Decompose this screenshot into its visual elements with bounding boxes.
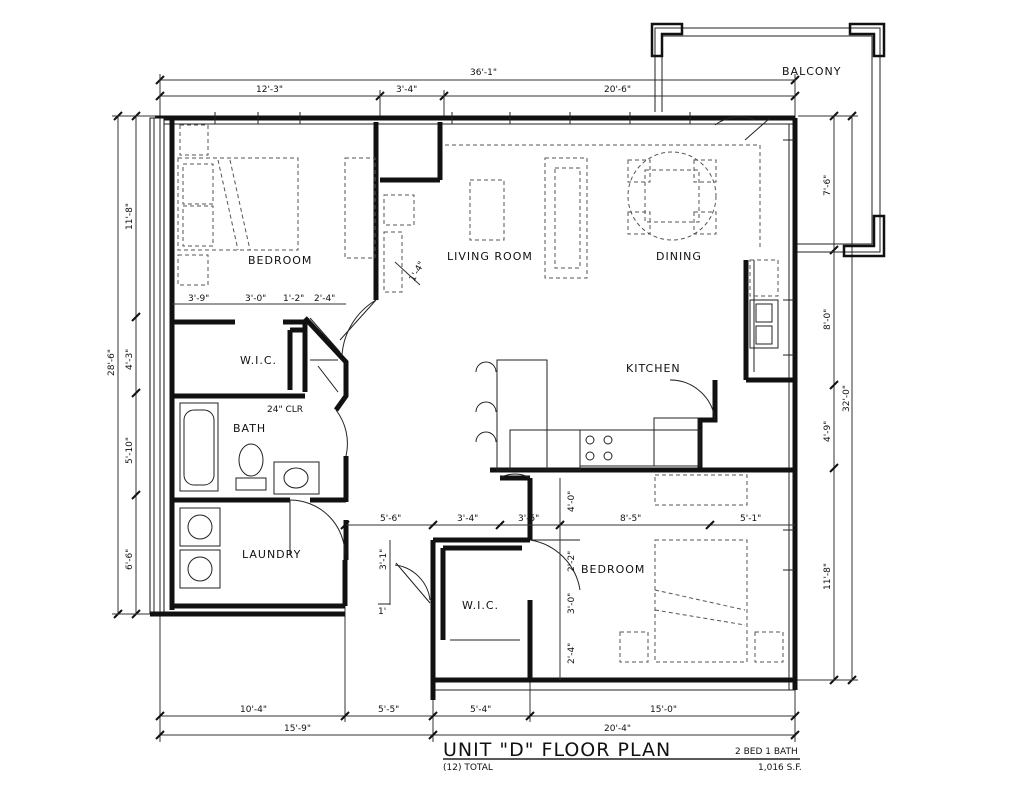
room-label-balcony: BALCONY [782,65,842,78]
dim-left-a: 11'-8" [125,203,135,230]
dim-bottom-b: 5'-5" [378,705,399,715]
room-label-kitchen: KITCHEN [626,362,681,375]
dim-mid-b: 3'-4" [457,514,478,524]
dim-wic-d: 2'-4" [314,294,335,304]
dim-mid-d: 8'-5" [620,514,641,524]
room-label-wic-2: W.I.C. [462,599,499,612]
dim-bed2-b: 2'-2" [567,551,577,572]
dim-wic-c: 1'-2" [283,294,304,304]
dim-laundry-a: 3'-1" [379,549,389,570]
dim-right-c: 4'-9" [823,421,833,442]
dim-living-note: 1'-4" [408,260,427,283]
dim-wic-b: 3'-0" [245,294,266,304]
balcony: BALCONY [650,22,886,258]
dim-bottom-a: 10'-4" [240,705,267,715]
exterior-walls [149,112,798,700]
dim-laundry-b: 1' [378,607,386,617]
right-dimensions: 32'-0" 7'-6" 8'-0" 4'-9" 11'-8" [790,111,858,685]
dim-right-b: 8'-0" [823,309,833,330]
dim-right-d: 11'-8" [823,563,833,590]
room-label-bedroom-1: BEDROOM [248,254,312,267]
dim-left-d: 6'-6" [125,549,135,570]
bottom-dimensions: 10'-4" 5'-5" 5'-4" 15'-0" 15'-9" 20'-4" [155,600,800,742]
top-dimensions: 36'-1" 12'-3" 3'-4" 20'-6" [155,68,800,118]
dim-right-overall: 32'-0" [842,385,852,412]
plan-subtitle-right-top: 2 BED 1 BATH [735,747,798,757]
plan-subtitle-left: (12) TOTAL [443,763,493,773]
dim-bed2-a: 4'-0" [567,491,577,512]
room-label-laundry: LAUNDRY [242,548,301,561]
dim-top-c: 20'-6" [604,85,631,95]
dim-top-a: 12'-3" [256,85,283,95]
dim-bed2-d: 2'-4" [567,643,577,664]
dim-wic-a: 3'-9" [188,294,209,304]
room-label-wic-1: W.I.C. [240,354,277,367]
dim-bottom-d: 15'-0" [650,705,677,715]
room-label-bedroom-2: BEDROOM [581,563,645,576]
dim-top-b: 3'-4" [396,85,417,95]
dim-left-overall: 28'-6" [107,349,117,376]
dim-right-a: 7'-6" [823,175,833,196]
plan-title: UNIT "D" FLOOR PLAN [443,739,671,761]
dim-mid-e: 5'-1" [740,514,761,524]
plan-subtitle-right-bottom: 1,016 S.F. [758,763,802,773]
title-block: UNIT "D" FLOOR PLAN (12) TOTAL 2 BED 1 B… [443,739,802,773]
dim-mid-a: 5'-6" [380,514,401,524]
room-label-bath: BATH [233,422,266,435]
furniture [177,124,784,663]
dim-bottom-overall-b: 20'-4" [604,724,631,734]
doors [289,116,771,605]
dim-mid-c: 3'-5" [518,514,539,524]
dim-left-c: 5'-10" [125,437,135,464]
room-label-living-room: LIVING ROOM [447,250,533,263]
room-labels: BEDROOM LIVING ROOM DINING KITCHEN W.I.C… [233,250,702,612]
dim-bottom-c: 5'-4" [470,705,491,715]
interior-walls [172,122,795,680]
room-label-dining: DINING [656,250,702,263]
dim-top-overall: 36'-1" [470,68,497,78]
note-clearance: 24" CLR [267,405,303,415]
dim-left-b: 4'-3" [125,349,135,370]
dim-bottom-overall-a: 15'-9" [284,724,311,734]
dim-bed2-c: 3'-0" [567,593,577,614]
